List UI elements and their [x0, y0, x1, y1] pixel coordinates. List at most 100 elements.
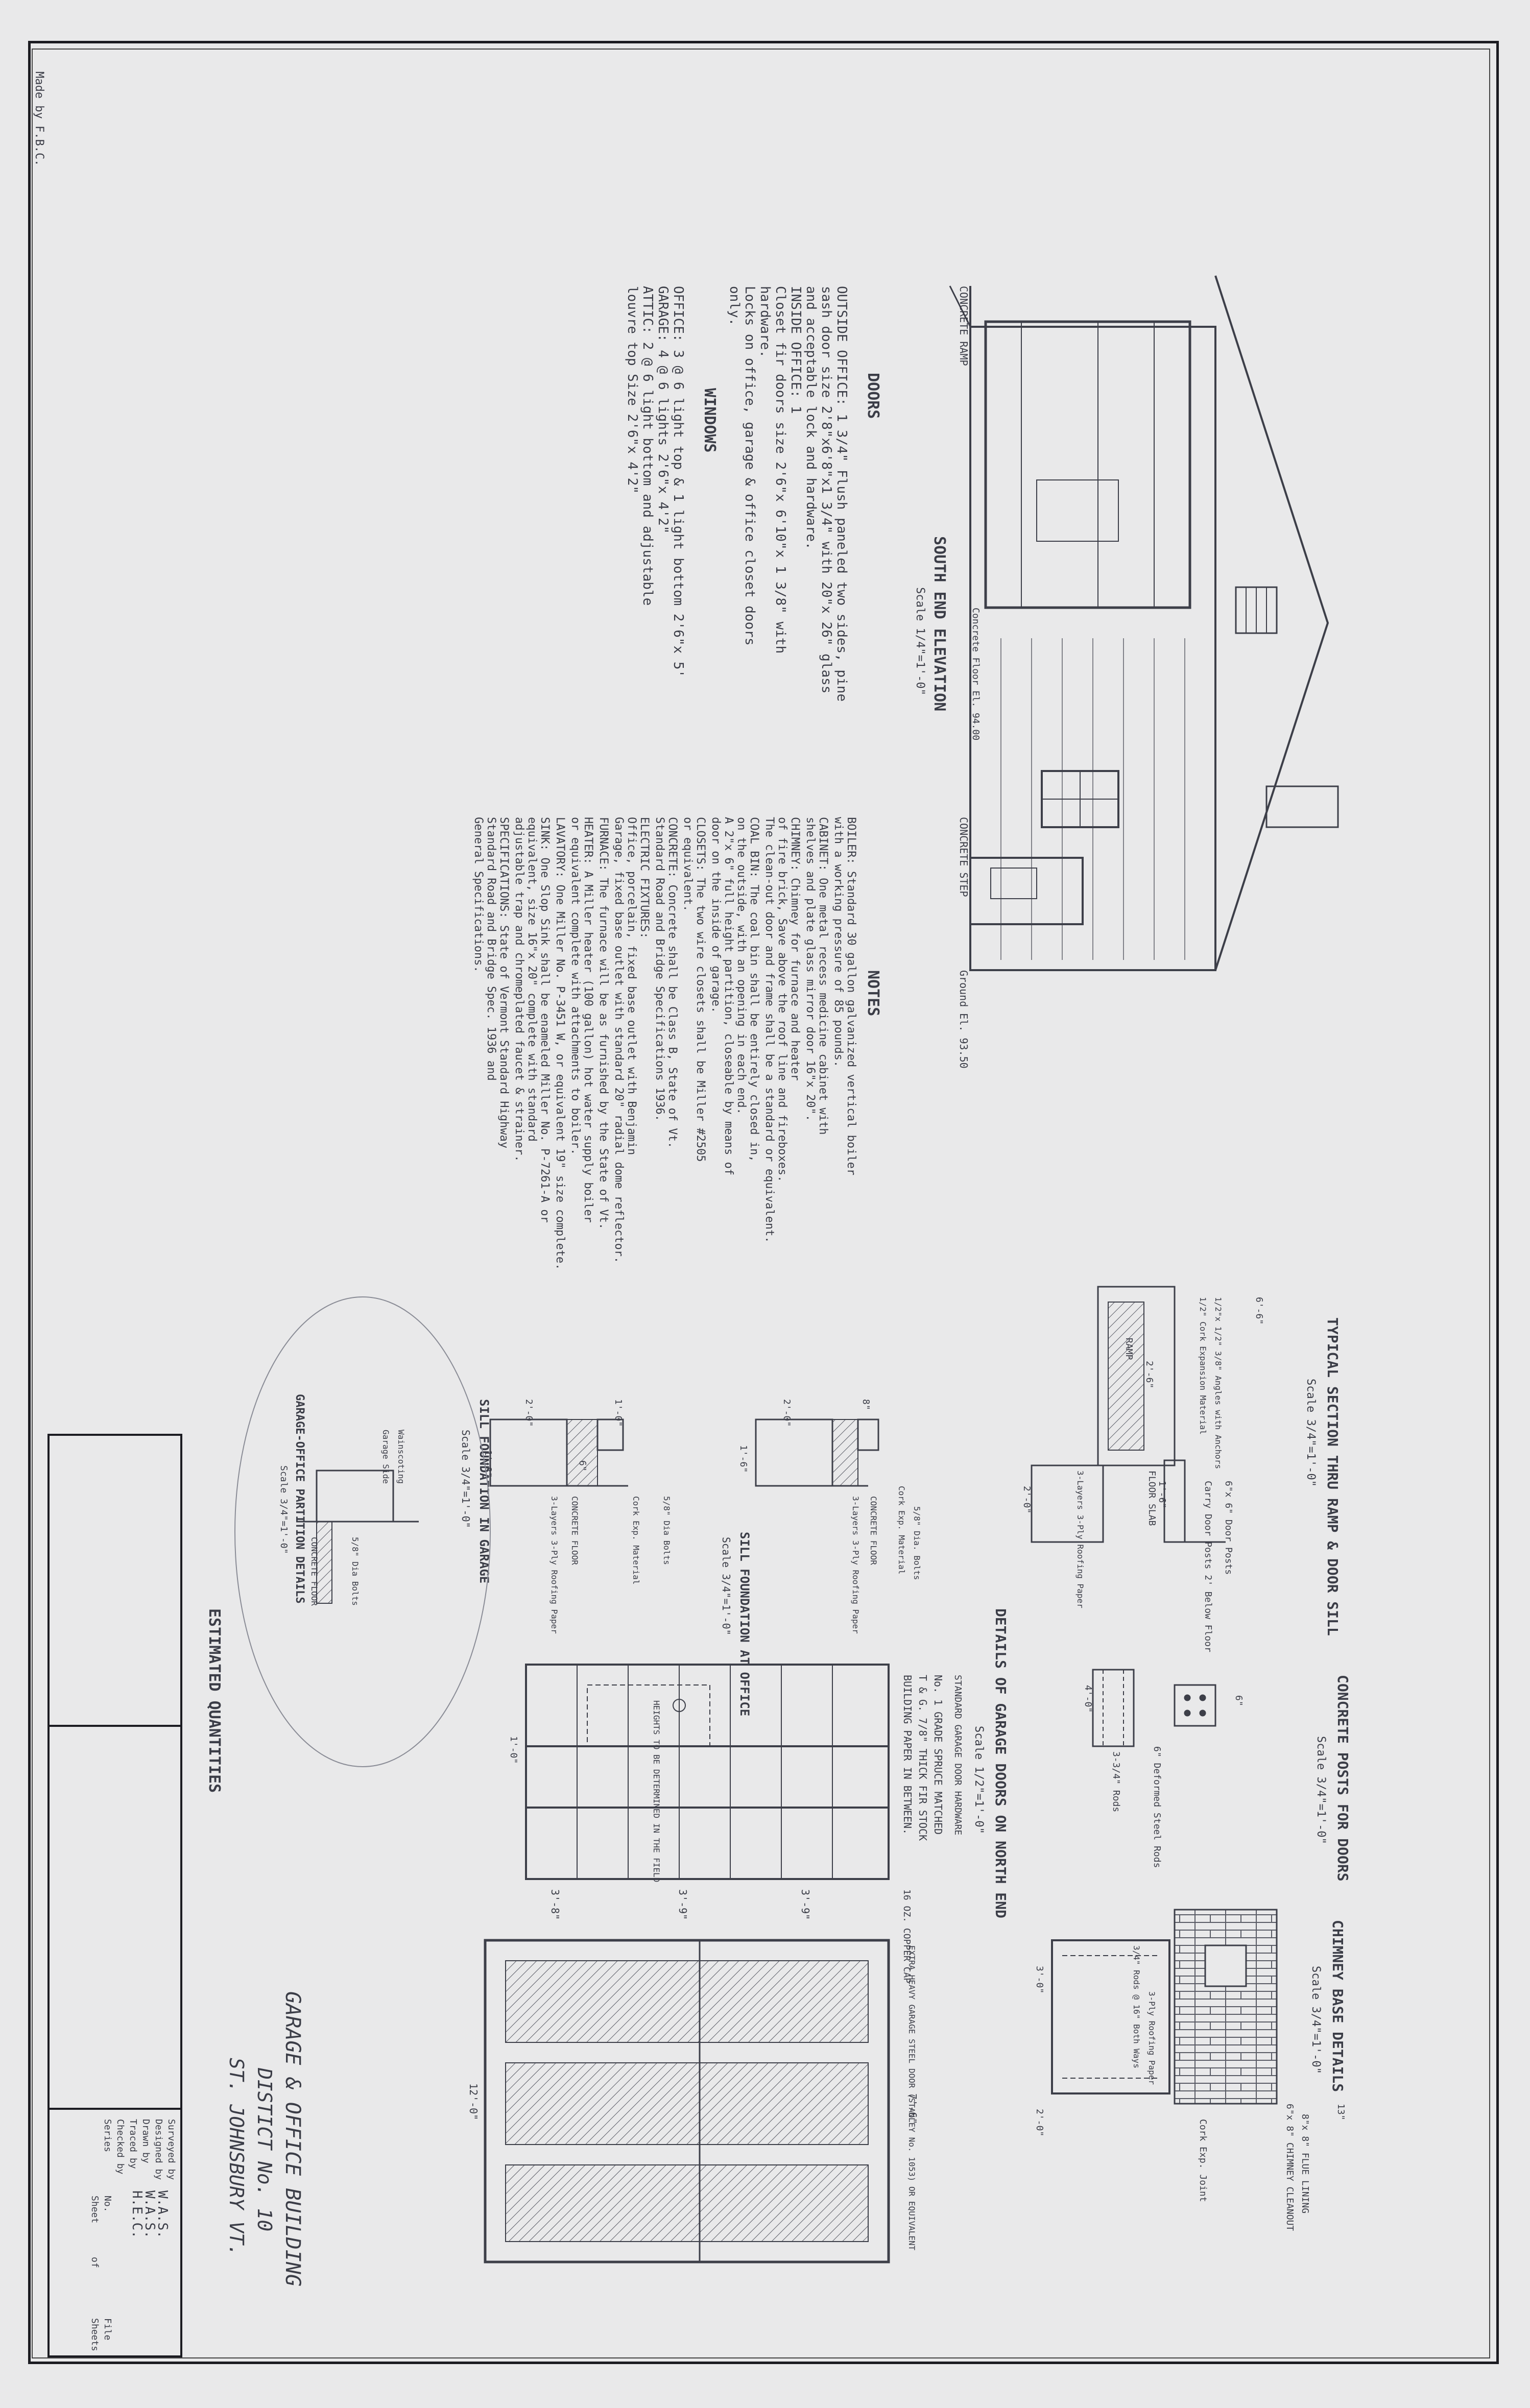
- project-title-line1: GARAGE & OFFICE BUILDING: [281, 1991, 304, 2286]
- partition-drawing: [234, 1296, 491, 1767]
- garage-doors-dim-0: 3'-8": [549, 1889, 561, 1920]
- notes-block: NOTES BOILER: Standard 30 gallon galvani…: [472, 817, 882, 1270]
- partition-label-0: Wainscoting: [396, 1430, 406, 1484]
- posts-dim-0: 4'-0": [1083, 1685, 1093, 1713]
- project-title-line3: ST. JOHNSBURY VT.: [225, 2058, 248, 2256]
- tb-surveyed-label: Surveyed by: [166, 2119, 177, 2180]
- ramp-dim-1: 2'-6": [1144, 1361, 1155, 1388]
- ramp-section-scale: Scale 3/4"=1'-0": [1304, 1379, 1317, 1487]
- sill-garage-label-0: 5/8" Dia Bolts: [662, 1496, 672, 1565]
- notes-line-1: with a working pressure of 85 pounds.: [832, 817, 845, 1067]
- sill-garage-dim-1: 1'-0": [613, 1399, 624, 1427]
- garage-doors-dim-1: 3'-9": [677, 1889, 689, 1920]
- posts-title: CONCRETE POSTS FOR DOORS: [1334, 1675, 1351, 1882]
- notes-line-12: or equivalent.: [681, 817, 694, 911]
- garage-doors-dim-2: 3'-9": [799, 1889, 811, 1920]
- chimney-label-2: Cork Exp. Joint: [1198, 2119, 1208, 2202]
- ramp-dim-3: 2'-0": [1021, 1486, 1032, 1513]
- garage-doors-copper-cap: 16 OZ. COPPER CAP: [901, 1889, 912, 1983]
- chimney-base-drawing: [1051, 1909, 1278, 2105]
- doors-line-0: OUTSIDE OFFICE: 1 3/4" Flush paneled two…: [834, 286, 849, 702]
- chimney-label-3: 3-Ply Roofing Paper: [1147, 1991, 1157, 2085]
- tb-traced-label: Traced by: [128, 2119, 138, 2169]
- ramp-dim-0: 6'-6": [1254, 1297, 1264, 1325]
- partition-label-1: Garage Side: [381, 1430, 391, 1484]
- posts-label-1: 3-3/4" Rods: [1111, 1751, 1121, 1812]
- garage-doors-dim-4: 12'-0": [467, 2083, 480, 2120]
- tb-of-label: of: [89, 2257, 100, 2268]
- notes-line-27: General Specifications.: [472, 817, 485, 973]
- notes-line-10: door on the inside of garage.: [709, 817, 722, 1013]
- partition-label-3: 5/8" Dia Bolts: [350, 1537, 360, 1606]
- chimney-scale: Scale 3/4"=1'-0": [1309, 1966, 1322, 2074]
- south-end-elevation: [949, 275, 1339, 971]
- doors-line-6: Locks on office, garage & office closet …: [742, 286, 757, 645]
- notes-line-23: equivalent, size 16"x 20" complete with …: [525, 817, 538, 1142]
- tb-sheets-label: Sheets: [89, 2318, 100, 2351]
- notes-line-9: A 2"x 6" full height partition, closeabl…: [722, 817, 735, 1175]
- notes-line-5: of fire brick, Save above the roof line …: [776, 817, 788, 1182]
- doors-line-7: only.: [727, 286, 742, 326]
- chimney-dim-1: 3'-0": [1034, 1966, 1045, 1993]
- notes-line-4: CHIMNEY: Chimney for furnace and heater: [788, 817, 801, 1081]
- posts-dim-1: 6": [1233, 1695, 1244, 1706]
- concrete-posts-drawing: [1092, 1669, 1216, 1747]
- garage-doors-hinge: EXTRA HEAVY GARAGE STEEL DOOR (STANLEY N…: [907, 1945, 917, 2251]
- sill-office-title: SILL FOUNDATION AT OFFICE: [737, 1532, 752, 1716]
- label-concrete-ramp: CONCRETE RAMP: [958, 286, 970, 366]
- notes-line-13: CONCRETE: Concrete shall be Class B, Sta…: [666, 817, 679, 1148]
- tb-sheet-label: Sheet: [89, 2196, 100, 2223]
- partition-scale: Scale 3/4"=1'-0": [278, 1465, 289, 1554]
- partition-title: GARAGE-OFFICE PARTITION DETAILS: [293, 1394, 306, 1604]
- notes-line-25: SPECIFICATIONS: State of Vermont Standar…: [497, 817, 510, 1148]
- sill-garage-title: SILL FOUNDATION IN GARAGE: [477, 1399, 491, 1583]
- notes-line-2: CABINET: One metal recess medicine cabin…: [817, 817, 829, 1135]
- tb-designed-value: W.A.S.: [155, 2190, 170, 2238]
- ramp-label-5: 1/2"x 1/2" 3/8" Angles with Anchors: [1213, 1297, 1223, 1469]
- sill-office-drawing: [755, 1418, 879, 1487]
- tb-drawn-value: W.A.S.: [142, 2190, 157, 2238]
- sill-office-label-3: 3-Layers 3-Ply Roofing Paper: [851, 1496, 860, 1634]
- posts-scale: Scale 3/4"=1'-0": [1314, 1736, 1327, 1844]
- notes-heading: NOTES: [864, 970, 882, 1016]
- ramp-label-0: 6"x 6" Door Posts: [1223, 1481, 1234, 1575]
- chimney-label-4: 3/4" Rods @ 16" Both Ways: [1132, 1945, 1141, 2068]
- doors-line-5: hardware.: [757, 286, 773, 358]
- posts-label-0: 6" Deformed Steel Rods: [1152, 1746, 1162, 1868]
- sill-garage-dim-2: 1'-8": [483, 1450, 493, 1478]
- sill-office-label-2: CONCRETE FLOOR: [869, 1496, 878, 1565]
- sill-office-label-0: 5/8" Dia. Bolts: [912, 1506, 922, 1580]
- notes-line-17: Garage, fixed base outlet with standard …: [612, 817, 625, 1263]
- doors-line-3: INSIDE OFFICE: 1: [788, 286, 803, 414]
- notes-line-18: FURNACE: The furnace will be as furnishe…: [597, 817, 610, 1230]
- sill-garage-label-2: CONCRETE FLOOR: [570, 1496, 580, 1565]
- tb-drawn-label: Drawn by: [140, 2119, 151, 2163]
- chimney-label-0: 8"x 8" FLUE LINING: [1300, 2114, 1310, 2213]
- notes-line-20: or equivalent complete with attachments …: [569, 817, 582, 1155]
- windows-heading: WINDOWS: [701, 388, 719, 452]
- doors-line-2: and acceptable lock and hardware.: [803, 286, 819, 550]
- title-block: [47, 2108, 182, 2357]
- garage-doors-dim-5: 1'-0": [508, 1736, 519, 1764]
- notes-line-11: CLOSETS: The two wire closets shall be M…: [694, 817, 707, 1162]
- notes-line-19: HEATER: A Miller heater (100 gallon) hot…: [582, 817, 594, 1223]
- garage-doors-note-0: No. 1 GRADE SPRUCE MATCHED: [932, 1675, 944, 1835]
- doors-heading: DOORS: [864, 373, 882, 419]
- garage-door-exterior: [484, 1939, 890, 2263]
- ramp-section-drawing: [1031, 1286, 1226, 1543]
- notes-line-26: Standard Road and Bridge Spec. 1936 and: [485, 817, 497, 1081]
- south-elevation-scale: Scale 1/4"=1'-0": [914, 587, 926, 695]
- garage-door-interior: [525, 1664, 890, 1880]
- windows-line-2: ATTIC: 2 @ 6 light bottom and adjustable: [640, 286, 655, 606]
- garage-doors-dim-3: 7'-6": [906, 2093, 919, 2124]
- doors-line-1: sash door size 2'8"x6'8"x1 3/4" with 20"…: [819, 286, 834, 693]
- notes-line-6: The clean-out door and frame shall be a …: [763, 817, 776, 1243]
- estimated-quantities-box: [47, 1434, 182, 2110]
- windows-line-3: louvre top Size 2'6"x 4'2": [625, 286, 640, 494]
- chimney-dim-0: 13": [1335, 2104, 1346, 2121]
- tb-designed-label: Designed by: [153, 2119, 164, 2180]
- garage-doors-scale: Scale 1/2"=1'-0": [972, 1726, 985, 1834]
- sill-office-dim-1: 8": [860, 1399, 871, 1410]
- notes-line-21: LAVATORY: One Miller No. P-3451 W, or eq…: [554, 817, 566, 1270]
